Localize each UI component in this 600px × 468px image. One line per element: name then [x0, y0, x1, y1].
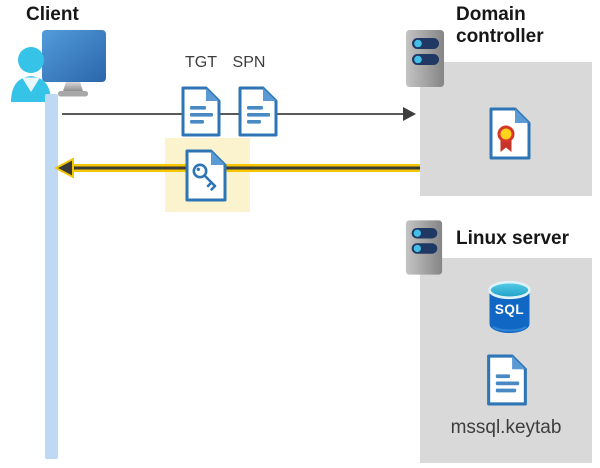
client-icon [6, 28, 108, 102]
sql-database-icon: SQL [487, 280, 532, 334]
response-arrow-line [70, 164, 420, 172]
certificate-icon [488, 107, 532, 160]
response-arrow-head-icon [55, 158, 74, 178]
monitor-base [58, 91, 88, 97]
domain-controller-server-icon [404, 29, 446, 88]
person-collar [22, 77, 40, 92]
sql-label: SQL [494, 302, 525, 317]
person-head [18, 47, 44, 73]
linux-server-label: Linux server [456, 228, 569, 249]
keytab-filename-label: mssql.keytab [450, 417, 562, 438]
keytab-document-icon [485, 354, 529, 406]
domain-controller-label: Domain controller [456, 4, 544, 47]
tgt-label: TGT [185, 54, 217, 71]
monitor-stand [63, 82, 83, 91]
linux-server-icon [404, 219, 444, 276]
key-document-icon [184, 149, 228, 202]
monitor-person-icon [11, 30, 106, 102]
monitor-screen [42, 30, 106, 82]
tgt-document-icon [180, 86, 222, 137]
spn-document-icon [237, 86, 279, 137]
client-timeline-bar [45, 94, 58, 459]
spn-label: SPN [232, 54, 266, 71]
request-arrow-line [62, 113, 404, 115]
client-label: Client [26, 4, 79, 25]
request-arrow-head-icon [403, 107, 416, 121]
